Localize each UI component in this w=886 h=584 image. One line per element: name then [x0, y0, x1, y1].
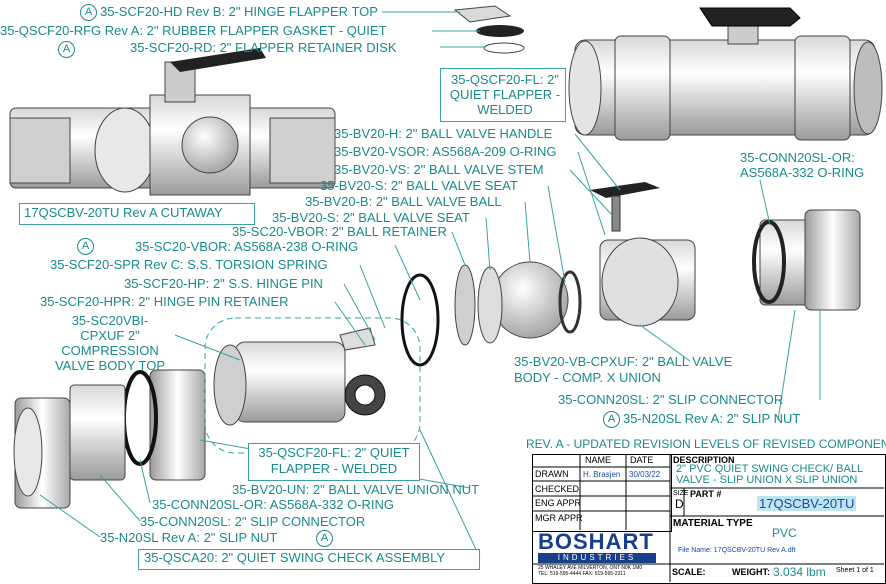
label-stem-oring: 35-BV20-VSOR: AS568A-209 O-RING [334, 144, 557, 159]
file-name: File Name: 17QSCBV-20TU Rev A.dft [678, 547, 796, 554]
label-slip-connector-left: 35-CONN20SL: 2" SLIP CONNECTOR [140, 514, 366, 529]
address-line: TEL: 519-595-4444 FAX: 519-595-2311 [538, 571, 626, 577]
label-stem: 35-BV20-VS: 2" BALL VALVE STEM [334, 162, 544, 177]
revision-marker: A [316, 530, 333, 547]
material-value: PVC [772, 526, 797, 540]
col-date: DATE [630, 455, 654, 465]
part-label: PART # [690, 489, 722, 499]
row-date: 30/03/22 [629, 470, 661, 479]
label-retainer-disk: 35-SCF20-RD: 2" FLAPPER RETAINER DISK [130, 40, 397, 55]
approval-table [532, 454, 672, 532]
label-hinge-pin-retainer: 35-SCF20-HPR: 2" HINGE PIN RETAINER [40, 294, 289, 309]
label-slip-nut-right: 35-N20SL Rev A: 2" SLIP NUT [623, 411, 801, 426]
material-label: MATERIAL TYPE [673, 518, 753, 529]
part-number: 17QSCBV-20TU [757, 496, 857, 511]
sheet-count: Sheet 1 of 1 [836, 567, 874, 574]
revision-marker: A [603, 411, 620, 428]
label-hinge-flapper-top: 35-SCF20-HD Rev B: 2" HINGE FLAPPER TOP [100, 4, 378, 19]
cutaway-illustration [9, 48, 336, 196]
row-role: ENG APPR [535, 498, 582, 508]
revision-marker: A [77, 238, 94, 255]
assembled-valve-illustration [568, 7, 883, 141]
row-role: CHECKED [535, 484, 580, 494]
size-value: D [675, 497, 684, 511]
weight-label: WEIGHT: [732, 567, 770, 577]
swing-check-body-illustration [213, 327, 386, 426]
leader-lines [39, 11, 821, 559]
label-union-nut: 35-BV20-UN: 2" BALL VALVE UNION NUT [232, 482, 480, 497]
scale-label: SCALE: [672, 567, 706, 577]
label-ball: 35-BV20-B: 2" BALL VALVE BALL [305, 194, 502, 209]
size-label: SIZE [673, 490, 689, 497]
callout-box [138, 549, 480, 570]
revision-marker: A [80, 4, 97, 21]
row-role: MGR APPR [535, 513, 583, 523]
label-compression-body: 35-SC20VBI-CPXUF 2" COMPRESSION VALVE BO… [54, 313, 166, 373]
weight-value: 3.034 lbm [773, 565, 826, 579]
label-ball-valve-handle: 35-BV20-H: 2" BALL VALVE HANDLE [334, 126, 553, 141]
ball-valve-parts-illustration [400, 182, 861, 367]
title-block-grid [532, 454, 884, 582]
label-quiet-flapper-welded-top: 35-QSCF20-FL: 2" QUIET FLAPPER - WELDED [449, 72, 561, 117]
label-quiet-flapper-welded-mid: 35-QSCF20-FL: 2" QUIET FLAPPER - WELDED [258, 445, 410, 476]
label-torsion-spring: 35-SCF20-SPR Rev C: S.S. TORSION SPRING [50, 257, 328, 272]
revision-marker: A [58, 41, 75, 58]
flapper-parts-illustration [453, 5, 525, 54]
address-line: 25 WHALEY AVE MILVERTON, ONT N0K 1M0 [538, 565, 643, 571]
logo-name: BOSHART [538, 529, 654, 554]
row-name: H. Brasjen [583, 470, 621, 479]
company-logo: BOSHART INDUSTRIES [538, 531, 664, 565]
label-seat-2: 35-BV20-S: 2" BALL VALVE SEAT [272, 210, 470, 225]
label-conn-oring-left: 35-CONN20SL-OR: AS568A-332 O-RING [152, 497, 395, 512]
description-label: DESCRIPTION [673, 455, 735, 465]
logo-subtitle: INDUSTRIES [538, 553, 656, 563]
label-slip-nut-left: 35-N20SL Rev A: 2" SLIP NUT [100, 530, 278, 545]
label-cutaway: 17QSCBV-20TU Rev A CUTAWAY [24, 205, 223, 220]
callout-box [19, 203, 255, 225]
description-value: 2" PVC QUIET SWING CHECK/ BALL VALVE - S… [676, 463, 863, 486]
label-rubber-gasket: 35-QSCF20-RFG Rev A: 2" RUBBER FLAPPER G… [0, 23, 387, 38]
label-ball-valve-body: 35-BV20-VB-CPXUF: 2" BALL VALVE BODY - C… [514, 354, 733, 385]
label-hinge-pin: 35-SCF20-HP: 2" S.S. HINGE PIN [124, 276, 323, 291]
label-slip-connector-right: 35-CONN20SL: 2" SLIP CONNECTOR [558, 392, 784, 407]
label-conn-oring-right: 35-CONN20SL-OR: AS568A-332 O-RING [740, 150, 865, 180]
callout-box [248, 443, 420, 481]
union-nuts-illustration [13, 369, 206, 509]
label-body-oring: 35-SC20-VBOR: AS568A-238 O-RING [135, 239, 359, 254]
row-role: DRAWN [535, 469, 569, 479]
col-name: NAME [585, 455, 612, 465]
callout-box [440, 68, 566, 122]
label-assembly: 35-QSCA20: 2" QUIET SWING CHECK ASSEMBLY [144, 550, 446, 565]
revision-note: REV. A - UPDATED REVISION LEVELS OF REVI… [526, 437, 886, 451]
label-seat-1: 35-BV20-S: 2" BALL VALVE SEAT [320, 178, 518, 193]
label-ball-retainer: 35-SC20-VBOR: 2" BALL RETAINER [232, 224, 447, 239]
